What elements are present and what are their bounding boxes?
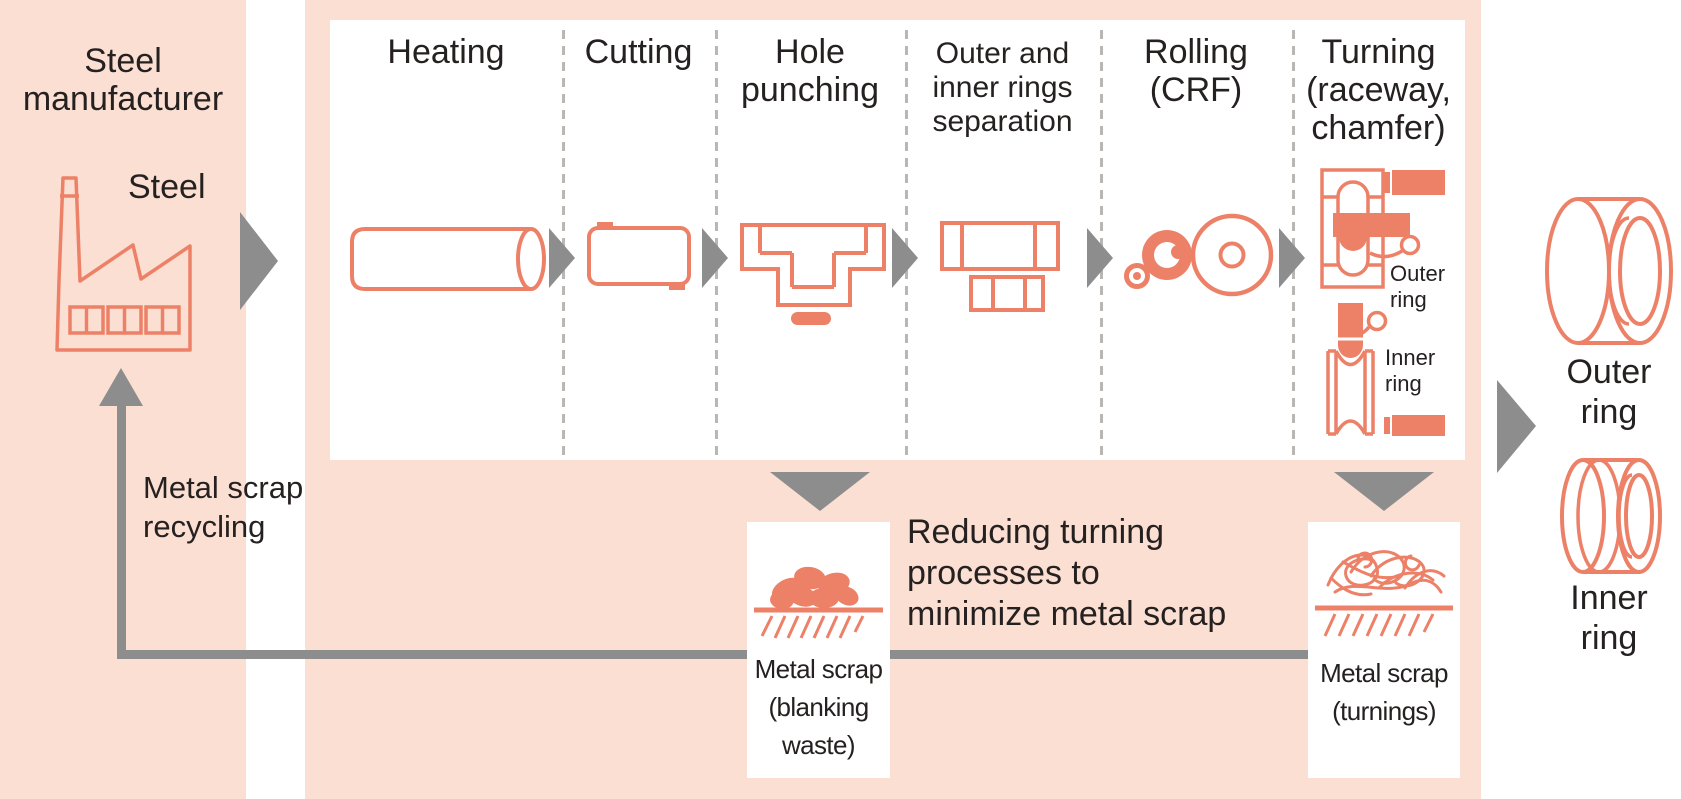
inner-ring-output-label: Inner ring [1570,579,1648,657]
step-hole-punching: Hole punching [715,20,905,460]
steel-billet-cylinder-icon [350,227,546,291]
inner-ring-3d-icon [1560,458,1662,574]
cut-billet-icon [587,222,691,290]
flow-arrow-separation-rolling [1087,228,1113,288]
step-rolling: Rolling (CRF) [1100,20,1292,460]
metal-scrap-recycling-label: Metal scrap recycling [143,470,304,544]
factory-icon [55,176,192,352]
flow-arrow-steel-to-process [240,212,278,310]
reducing-turning-annotation: Reducing turning processes to minimize m… [907,513,1227,633]
dashed-separator [1100,30,1103,458]
turning-machining-icon [1320,168,1445,436]
recycle-line-vertical [117,404,126,654]
ring-rolling-icon [1124,213,1274,297]
rings-separation-icon [940,221,1060,312]
flow-arrow-process-to-rings [1497,380,1536,473]
step-turning: Turning (raceway, chamfer) [1292,20,1465,460]
step-title: Turning (raceway, chamfer) [1306,33,1451,147]
dashed-separator [905,30,908,458]
step-title: Outer and inner rings separation [932,37,1073,138]
dashed-separator [1292,30,1295,458]
dashed-separator [715,30,718,458]
flow-arrow-heating-cutting [549,228,575,288]
flow-arrow-cutting-punching [702,228,728,288]
steel-label: Steel [128,168,206,206]
step-title: Heating [387,33,505,71]
scrap-down-arrow-turnings [1334,472,1434,511]
flow-arrow-rolling-turning [1279,228,1305,288]
metal-scrap-blanking-box: Metal scrap (blanking waste) [747,522,890,778]
flow-arrow-punching-separation [892,228,918,288]
blanking-waste-pile-icon [754,566,883,639]
step-heating: Heating [330,20,562,460]
step-cutting: Cutting [562,20,715,460]
step-title: Hole punching [740,33,879,109]
recycle-arrow-up [99,368,143,406]
turnings-pile-icon [1315,550,1453,637]
dashed-separator [562,30,565,458]
outer-ring-callout: Outer ring [1390,261,1446,312]
outer-ring-3d-icon [1545,197,1673,345]
chip-curl-icon [1350,310,1388,337]
steel-manufacturer-title: Steel manufacturer [22,42,224,118]
outer-ring-output-label: Outer ring [1566,353,1652,431]
process-panel: Heating Cutting Hole punching Outer and … [330,20,1465,460]
step-title: Rolling (CRF) [1144,33,1248,109]
chip-curl-icon [1369,234,1421,259]
step-rings-separation: Outer and inner rings separation [905,20,1100,460]
metal-scrap-turnings-box: Metal scrap (turnings) [1308,522,1460,778]
metal-scrap-turnings-label: Metal scrap (turnings) [1320,658,1448,726]
metal-scrap-blanking-label: Metal scrap (blanking waste) [754,654,883,760]
step-title: Cutting [584,33,693,71]
scrap-down-arrow-blanking [770,472,870,511]
inner-ring-callout: Inner ring [1385,345,1436,396]
hole-punching-die-icon [740,223,886,325]
